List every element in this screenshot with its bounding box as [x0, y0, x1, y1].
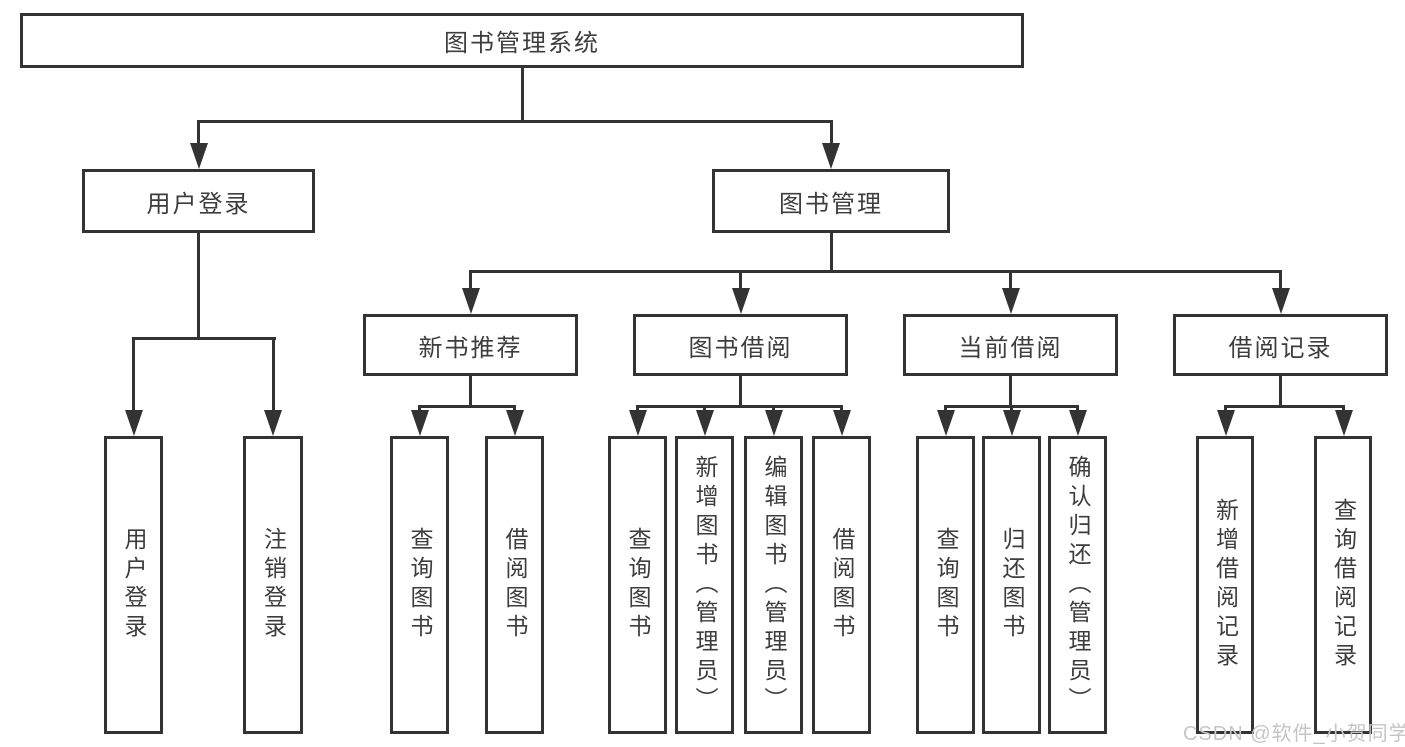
connector-line [739, 270, 742, 292]
connector-line [1342, 405, 1345, 414]
connector-arrowhead [505, 410, 524, 436]
leaf-edit-book-admin: 编辑图书（管理员） [744, 436, 803, 734]
leaf-add-book-admin: 新增图书（管理员） [675, 436, 734, 734]
connector-arrowhead [764, 410, 783, 436]
node-book-management: 图书管理 [712, 169, 950, 233]
connector-line [418, 405, 516, 408]
connector-line [132, 337, 276, 340]
connector-line [1076, 405, 1079, 414]
leaf-confirm-return-admin: 确认归还（管理员） [1048, 436, 1107, 734]
node-label: 借阅图书 [502, 527, 528, 643]
node-label: 图书管理系统 [444, 30, 600, 57]
connector-arrowhead [1001, 288, 1020, 314]
node-user-login: 用户登录 [82, 169, 315, 233]
connector-arrowhead [822, 143, 840, 169]
connector-arrowhead [628, 410, 647, 436]
node-label: 借阅记录 [1228, 334, 1333, 362]
connector-arrowhead [264, 410, 282, 436]
connector-line [739, 376, 742, 408]
node-label: 查询图书 [407, 527, 433, 643]
node-label: 借阅图书 [829, 527, 855, 643]
leaf-return-books: 归还图书 [982, 436, 1041, 734]
node-label: 新增图书（管理员） [692, 454, 718, 716]
node-book-borrowing: 图书借阅 [633, 314, 848, 376]
connector-arrowhead [461, 288, 480, 314]
connector-line [1010, 405, 1013, 414]
connector-arrowhead [1271, 288, 1290, 314]
leaf-query-books-borrowing: 查询图书 [608, 436, 667, 734]
connector-line [636, 405, 639, 414]
connector-line [418, 405, 421, 414]
connector-line [636, 405, 843, 408]
node-library-system: 图书管理系统 [20, 13, 1024, 68]
connector-arrowhead [189, 143, 208, 169]
node-label: 用户登录 [121, 527, 147, 643]
connector-arrowhead [1068, 410, 1087, 436]
node-label: 确认归还（管理员） [1065, 454, 1091, 716]
connector-line [513, 405, 516, 414]
connector-line [1279, 376, 1282, 408]
connector-line [197, 233, 200, 340]
node-label: 归还图书 [999, 527, 1025, 643]
connector-arrowhead [1216, 410, 1235, 436]
node-label: 查询借阅记录 [1330, 498, 1357, 672]
leaf-query-borrow-record: 查询借阅记录 [1314, 436, 1372, 734]
node-label: 新书推荐 [418, 334, 523, 362]
connector-line [772, 405, 775, 414]
node-label: 注销登录 [260, 527, 287, 643]
node-label: 新增借阅记录 [1212, 498, 1239, 672]
connector-line [829, 233, 833, 273]
connector-line [1224, 405, 1345, 408]
leaf-borrow-books-borrowing: 借阅图书 [812, 436, 871, 734]
connector-line [469, 270, 1282, 273]
connector-line [132, 337, 135, 413]
connector-line [196, 120, 833, 123]
node-label: 用户登录 [146, 190, 251, 218]
connector-line [197, 120, 200, 145]
node-label: 查询图书 [625, 527, 651, 643]
node-label: 图书管理 [779, 190, 883, 218]
node-label: 图书借阅 [688, 334, 793, 362]
connector-line [703, 405, 706, 414]
connector-line [469, 270, 472, 292]
connector-line [829, 120, 833, 145]
connector-arrowhead [124, 410, 143, 436]
node-borrowing-records: 借阅记录 [1173, 314, 1388, 376]
connector-arrowhead [1334, 410, 1353, 436]
connector-line [520, 68, 524, 120]
connector-arrowhead [1002, 410, 1021, 436]
node-label: 编辑图书（管理员） [761, 454, 787, 716]
connector-line [1224, 405, 1227, 414]
node-label: 查询图书 [933, 527, 959, 643]
leaf-logout: 注销登录 [243, 436, 303, 734]
leaf-add-borrow-record: 新增借阅记录 [1196, 436, 1254, 734]
connector-arrowhead [832, 410, 851, 436]
leaf-user-login: 用户登录 [104, 436, 163, 734]
leaf-query-books-recommend: 查询图书 [390, 436, 449, 734]
connector-line [1009, 376, 1012, 408]
connector-line [1009, 270, 1012, 292]
leaf-query-books-current: 查询图书 [916, 436, 975, 734]
node-current-borrowing: 当前借阅 [903, 314, 1118, 376]
connector-arrowhead [936, 410, 955, 436]
connector-line [469, 376, 472, 408]
node-new-book-recommendation: 新书推荐 [363, 314, 578, 376]
connector-arrowhead [695, 410, 714, 436]
node-label: 当前借阅 [958, 334, 1063, 362]
leaf-borrow-books-recommend: 借阅图书 [485, 436, 544, 734]
csdn-watermark: CSDN @软件_小贺同学 [1183, 723, 1405, 745]
connector-arrowhead [731, 288, 750, 314]
connector-line [271, 337, 275, 413]
connector-arrowhead [410, 410, 429, 436]
connector-line [944, 405, 947, 414]
connector-line [840, 405, 843, 414]
connector-line [1279, 270, 1282, 292]
